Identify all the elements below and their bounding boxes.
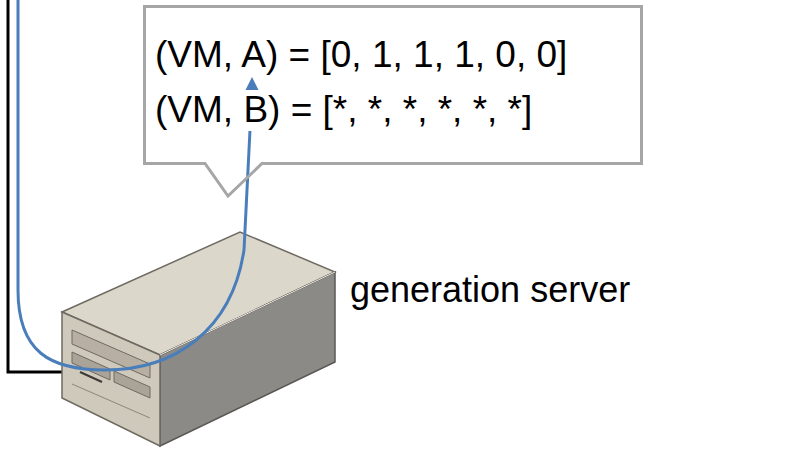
callout-text: (VM, A) = [0, 1, 1, 1, 0, 0] [155,35,567,76]
callout-border [145,7,642,197]
callout-text: (VM, B) = [*, *, *, *, *, *] [155,90,532,131]
server-label: generation server [350,270,630,310]
callout-box: (VM, A) = [0, 1, 1, 1, 0, 0] (VM, B) = [*… [143,5,643,165]
callout-outline [143,5,643,165]
